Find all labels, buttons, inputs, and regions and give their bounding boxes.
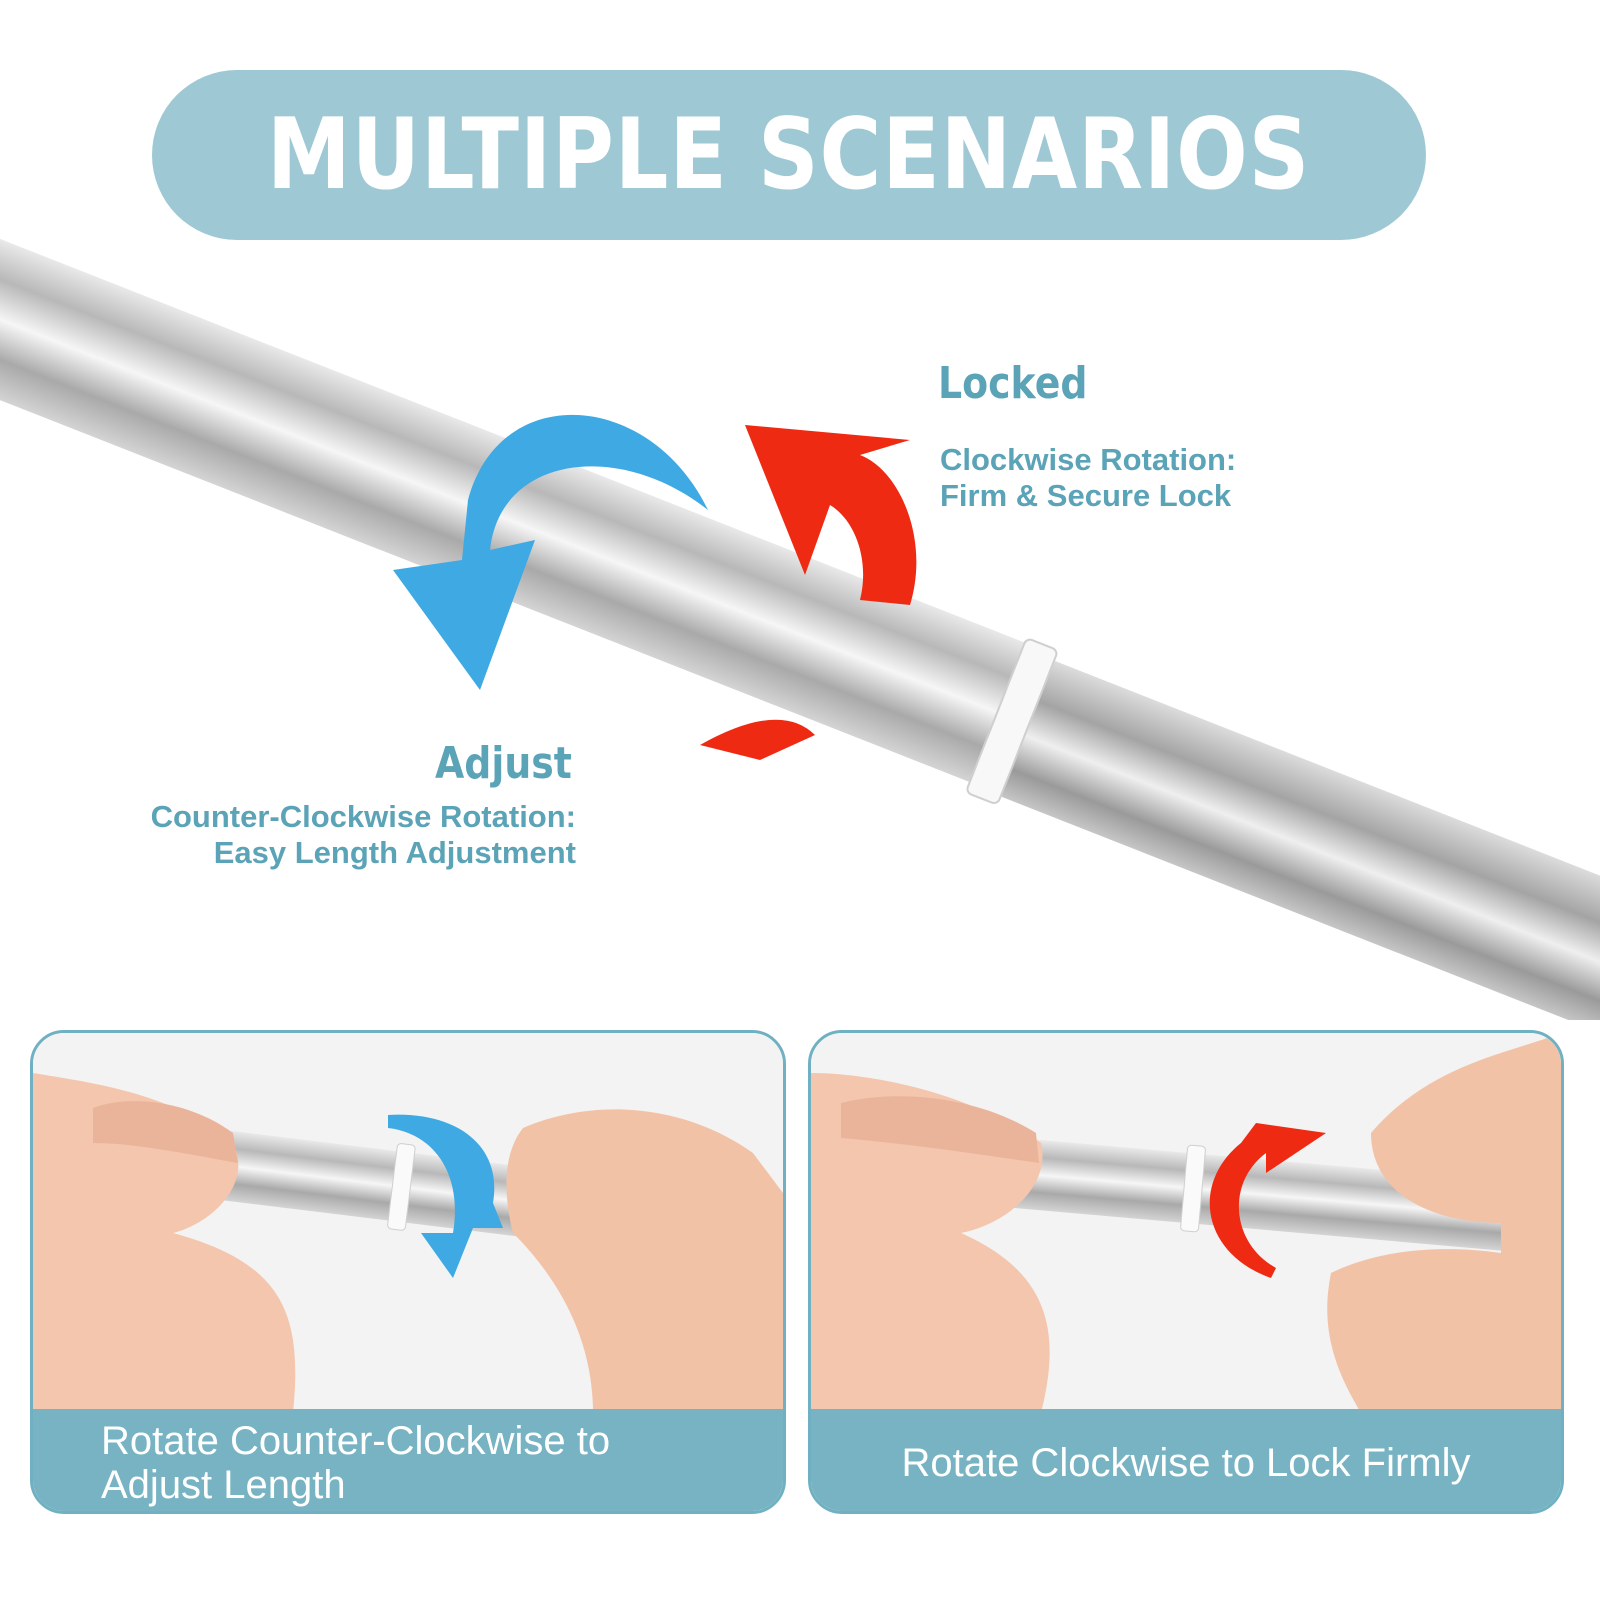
clockwise-arrow-icon — [1209, 1123, 1326, 1278]
locked-heading: Locked — [938, 358, 1088, 409]
adjust-caption: Rotate Counter-Clockwise to Adjust Lengt… — [33, 1409, 783, 1511]
right-hand — [1327, 1033, 1561, 1413]
left-hand — [811, 1073, 1050, 1413]
adjust-caption-line1: Rotate Counter-Clockwise to — [101, 1419, 611, 1463]
telescopic-rod — [0, 228, 1600, 1020]
lock-panel: Rotate Clockwise to Lock Firmly — [808, 1030, 1564, 1514]
lock-photo — [811, 1033, 1561, 1413]
right-hand — [506, 1109, 783, 1413]
rod-joint-ring — [966, 638, 1058, 805]
counter-clockwise-arrow-icon — [388, 1114, 503, 1278]
left-fingers — [93, 1101, 238, 1163]
lock-caption: Rotate Clockwise to Lock Firmly — [811, 1409, 1561, 1511]
clockwise-arrow-icon — [745, 425, 917, 605]
left-fingers — [841, 1096, 1039, 1163]
adjust-description: Counter-Clockwise Rotation: Easy Length … — [76, 799, 576, 871]
adjust-description-line2: Easy Length Adjustment — [213, 835, 576, 870]
rod-joint-ring — [1180, 1144, 1206, 1233]
adjust-panel: Rotate Counter-Clockwise to Adjust Lengt… — [30, 1030, 786, 1514]
page-title: MULTIPLE SCENARIOS — [267, 98, 1311, 212]
adjust-photo — [33, 1033, 783, 1413]
locked-description: Clockwise Rotation: Firm & Secure Lock — [940, 442, 1236, 514]
locked-description-line1: Clockwise Rotation: — [940, 442, 1237, 477]
adjust-description-line1: Counter-Clockwise Rotation: — [150, 799, 576, 834]
rod-joint-ring — [387, 1143, 416, 1231]
adjust-caption-line2: Adjust Length — [101, 1463, 346, 1507]
clockwise-arrow-icon — [700, 719, 815, 760]
title-banner: MULTIPLE SCENARIOS — [152, 70, 1426, 240]
locked-description-line2: Firm & Secure Lock — [940, 478, 1232, 513]
adjust-heading: Adjust — [435, 738, 572, 789]
counter-clockwise-arrow-icon — [393, 414, 708, 690]
